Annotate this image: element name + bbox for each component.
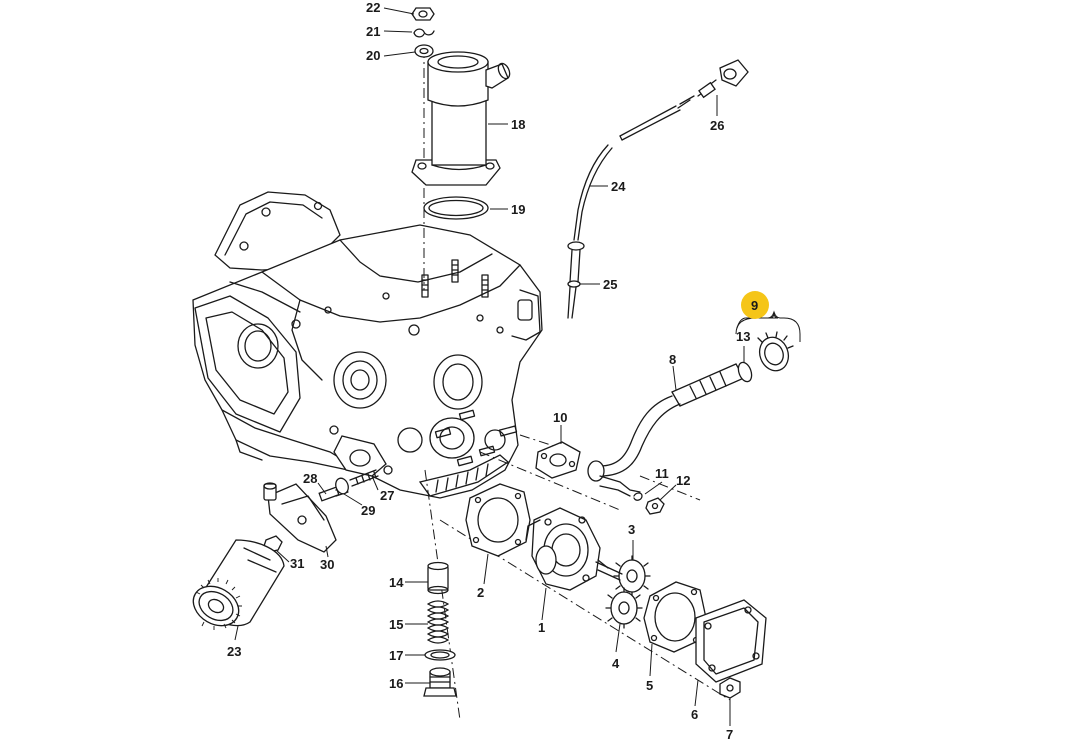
callout-labels: 22 21 20 18 19 24 26 25 9 13 8 10 11 12 … — [227, 0, 758, 742]
part-21-spring-washer — [413, 28, 435, 38]
callout-leaders — [234, 7, 801, 726]
callout-13: 13 — [736, 329, 750, 344]
callout-15: 15 — [389, 617, 403, 632]
part-6-pump-cover — [695, 599, 767, 683]
callout-19: 19 — [511, 202, 525, 217]
part-18-oil-filler-neck — [411, 51, 511, 186]
callout-30: 30 — [320, 557, 334, 572]
callout-7: 7 — [726, 727, 733, 742]
part-8-oil-suction-pipe — [587, 363, 745, 497]
part-2-pump-gasket — [465, 483, 531, 557]
part-11-spring-washer — [633, 492, 643, 501]
part-27-bolt — [349, 469, 379, 487]
part-16-plug — [423, 667, 457, 697]
callout-29: 29 — [361, 503, 375, 518]
callout-23: 23 — [227, 644, 241, 659]
part-10-flange-gasket — [535, 441, 581, 479]
part-9-strainer-assembly — [757, 331, 794, 372]
part-3-drive-gear — [595, 555, 651, 597]
callout-18: 18 — [511, 117, 525, 132]
part-23-oil-filter — [192, 539, 285, 630]
part-30-filter-flange — [263, 482, 337, 553]
part-25-dipstick-seal — [567, 241, 585, 319]
part-7-nut — [719, 677, 741, 699]
callout-3: 3 — [628, 522, 635, 537]
callout-20: 20 — [366, 48, 380, 63]
highlight-marker — [741, 291, 769, 319]
part-24-dipstick-tube — [573, 105, 681, 241]
callout-27: 27 — [380, 488, 394, 503]
callout-5: 5 — [646, 678, 653, 693]
callout-10: 10 — [553, 410, 567, 425]
part-1-oil-pump-body — [525, 507, 609, 591]
callout-28: 28 — [303, 471, 317, 486]
part-20-washer — [414, 44, 434, 58]
callout-22: 22 — [366, 0, 380, 15]
callout-9: 9 — [751, 298, 758, 313]
callout-31: 31 — [290, 556, 304, 571]
part-5-cover-gasket — [643, 581, 707, 653]
callout-4: 4 — [612, 656, 620, 671]
callout-24: 24 — [611, 179, 626, 194]
callout-25: 25 — [603, 277, 617, 292]
part-15-relief-spring — [427, 600, 449, 644]
callout-8: 8 — [669, 352, 676, 367]
callout-12: 12 — [676, 473, 690, 488]
part-19-gasket — [423, 196, 489, 220]
callout-2: 2 — [477, 585, 484, 600]
engine-crankcase — [192, 191, 543, 499]
part-14-relief-piston — [427, 561, 449, 595]
part-22-nut — [411, 7, 435, 21]
callout-26: 26 — [710, 118, 724, 133]
callout-6: 6 — [691, 707, 698, 722]
part-12-nut — [645, 497, 665, 515]
callout-1: 1 — [538, 620, 545, 635]
part-4-driven-gear — [605, 587, 643, 629]
callout-21: 21 — [366, 24, 380, 39]
part-13-strainer-ring — [737, 361, 753, 383]
part-29-washer — [335, 477, 349, 495]
callout-16: 16 — [389, 676, 403, 691]
callout-14: 14 — [389, 575, 404, 590]
callout-17: 17 — [389, 648, 403, 663]
callout-11: 11 — [655, 466, 669, 481]
part-26-dipstick-handle — [677, 59, 749, 109]
part-17-seal-ring — [424, 649, 456, 661]
